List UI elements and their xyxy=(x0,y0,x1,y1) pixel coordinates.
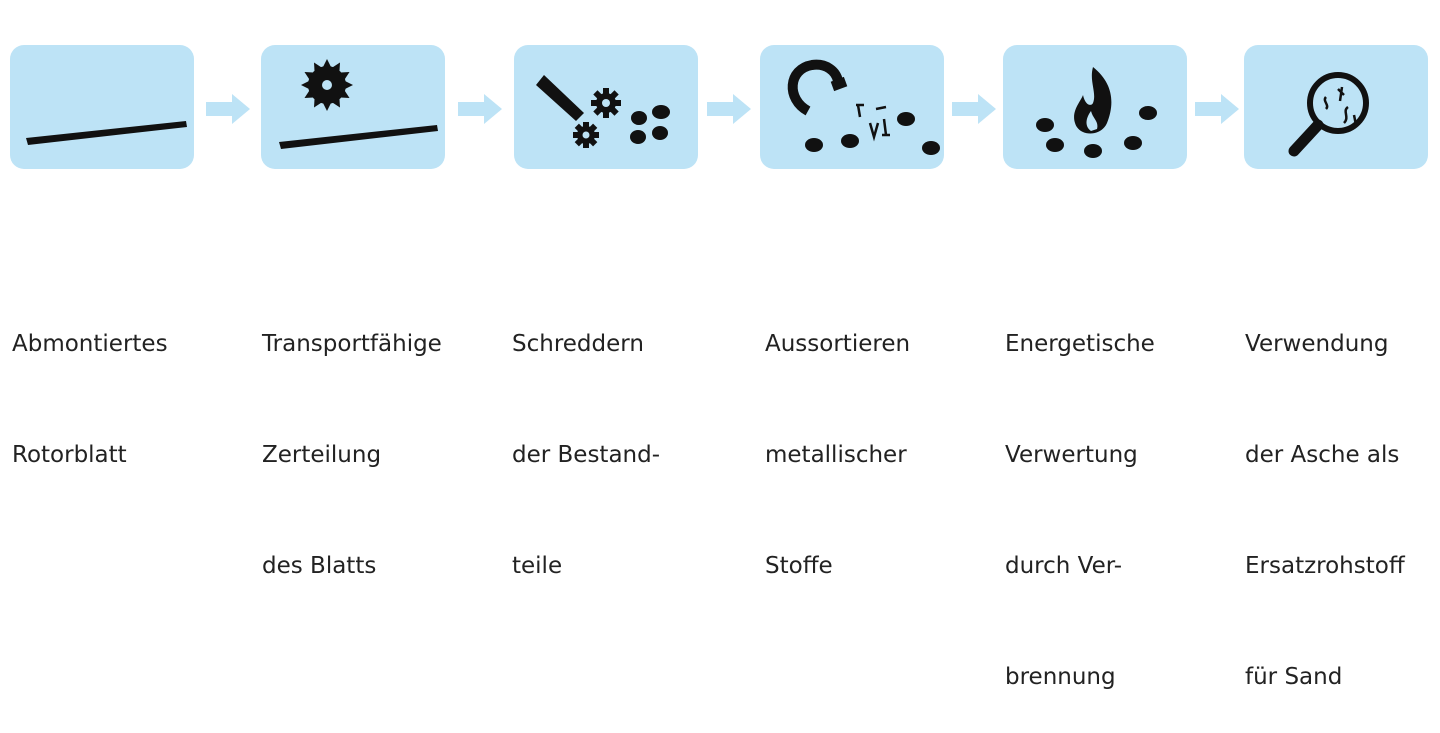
step-4-label-line: Stoffe xyxy=(765,553,833,579)
arrow-1-icon xyxy=(206,94,250,124)
step-4-label: Aussortieren metallischer Stoffe xyxy=(765,252,910,622)
step-4-label-line: Aussortieren xyxy=(765,331,911,357)
arrow-4-icon xyxy=(952,94,996,124)
step-6-box xyxy=(1244,45,1428,169)
step-2-box xyxy=(261,45,445,169)
step-3-label-line: teile xyxy=(512,553,563,579)
step-6-label-line: Verwendung xyxy=(1245,331,1389,357)
shredder-icon xyxy=(536,75,670,148)
step-2-label-line: des Blatts xyxy=(262,553,377,579)
step-6-label: Verwendung der Asche als Ersatzrohstoff … xyxy=(1245,252,1405,733)
step-5-label-line: durch Ver- xyxy=(1005,553,1123,579)
step-1-label: Abmontiertes Rotorblatt xyxy=(12,252,168,511)
arrow-2-icon xyxy=(458,94,502,124)
rotor-blade-icon xyxy=(26,121,187,145)
step-4-label-line: metallischer xyxy=(765,442,907,468)
step-2-label: Transportfähige Zerteilung des Blatts xyxy=(262,252,442,622)
step-5-label: Energetische Verwertung durch Ver- brenn… xyxy=(1005,252,1155,733)
step-6-label-line: der Asche als xyxy=(1245,442,1400,468)
step-1-label-line: Rotorblatt xyxy=(12,442,127,468)
step-3-box xyxy=(514,45,698,169)
step-3-label-line: der Bestand- xyxy=(512,442,661,468)
step-6-label-line: für Sand xyxy=(1245,664,1343,690)
saw-blade-icon xyxy=(279,59,438,149)
step-2-label-line: Transportfähige xyxy=(262,331,442,357)
magnifier-icon xyxy=(1288,72,1369,157)
step-3-label: Schreddern der Bestand- teile xyxy=(512,252,660,622)
step-1-label-line: Abmontiertes xyxy=(12,331,168,357)
step-2-label-line: Zerteilung xyxy=(262,442,382,468)
step-4-box xyxy=(760,45,944,169)
magnet-icon xyxy=(787,59,940,155)
step-1-box xyxy=(10,45,194,169)
step-6-label-line: Ersatzrohstoff xyxy=(1245,553,1405,579)
arrow-3-icon xyxy=(707,94,751,124)
step-3-label-line: Schreddern xyxy=(512,331,644,357)
step-5-label-line: Energetische xyxy=(1005,331,1155,357)
flame-icon xyxy=(1036,67,1157,158)
step-5-label-line: brennung xyxy=(1005,664,1116,690)
step-5-box xyxy=(1003,45,1187,169)
arrow-5-icon xyxy=(1195,94,1239,124)
step-5-label-line: Verwertung xyxy=(1005,442,1138,468)
